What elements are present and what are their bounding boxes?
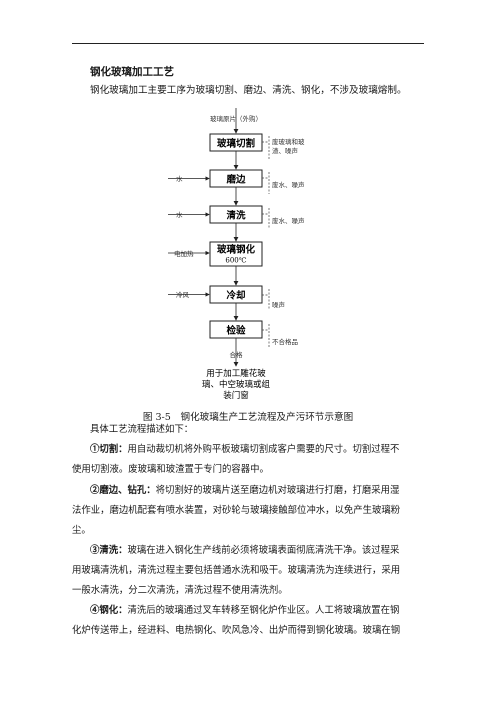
step-description-cutting: ①切割：用自动裁切机将外购平板玻璃切割成客户需要的尺寸。切割过程不 使用切割液。…: [72, 440, 424, 480]
step-label: 磨边: [225, 174, 246, 186]
output-line: 废玻璃和玻: [272, 137, 305, 146]
item-line: 用玻璃清洗机，清洗过程主要包括普通水洗和吸干。玻璃清洗为连续进行，采用: [72, 565, 401, 576]
step-description-cleaning: ③清洗：玻璃在进入钢化生产线前必须将玻璃表面彻底清洗干净。该过程采 用玻璃清洗机…: [72, 541, 424, 601]
step-inspection: 检验: [209, 320, 263, 339]
item-title: ④钢化：: [90, 605, 128, 616]
output-line: 废水、噪声: [272, 216, 305, 225]
output-cooling: 噪声: [262, 289, 286, 310]
item-line: 清洗后的玻璃通过叉车转移至钢化炉作业区。人工将玻璃放置在钢: [127, 605, 400, 616]
item-line: 玻璃在进入钢化生产线前必须将玻璃表面彻底清洗干净。该过程采: [127, 545, 400, 556]
header-rule: [72, 43, 424, 44]
step-edging: 磨边: [209, 169, 263, 188]
output-line: 不合格品: [272, 337, 298, 346]
item-line: 一般水清洗，分二次清洗，清洗过程不使用清洗剂。: [72, 585, 288, 596]
item-line: 化炉传送带上，经进料、电热钢化、吹风急冷、出炉而得到钢化玻璃。玻璃在钢: [72, 625, 401, 636]
section-heading: 钢化玻璃加工工艺: [90, 66, 174, 78]
step-cleaning: 清洗: [209, 205, 263, 224]
item-title: ①切割：: [90, 444, 128, 455]
item-line: 用自动裁切机将外购平板玻璃切割成客户需要的尺寸。切割过程不: [127, 444, 400, 455]
step-label: 清洗: [226, 210, 246, 222]
output-line: 噪声: [272, 300, 286, 309]
output-line: 渣、噪声: [272, 146, 299, 155]
output-cutting: 废玻璃和玻 渣、噪声: [262, 136, 305, 160]
step-sublabel: 600℃: [225, 257, 246, 265]
item-title: ③清洗：: [90, 545, 128, 556]
figure-caption: 图 3-5 钢化玻璃生产工艺流程及产污环节示意图: [142, 412, 354, 423]
step-label: 玻璃切割: [217, 138, 255, 150]
pass-label: 合格: [230, 350, 244, 359]
final-line: 璃、中空玻璃或组: [202, 379, 271, 390]
item-line: 法作业，磨边机配套有喷水装置，对砂轮与玻璃接触部位冲水，以免产生玻璃粉: [72, 505, 401, 516]
final-line: 用于加工雕花玻: [206, 368, 266, 379]
step-label: 检验: [226, 325, 246, 337]
item-title: ②磨边、钻孔：: [90, 485, 156, 496]
step-description-edging: ②磨边、钻孔：将切割好的玻璃片送至磨边机对玻璃进行打磨，打磨采用湿 法作业，磨边…: [72, 481, 424, 541]
step-tempering: 玻璃钢化 600℃: [209, 241, 263, 267]
output-line: 废水、噪声: [272, 180, 305, 189]
item-line: 尘。: [72, 525, 91, 536]
step-label: 玻璃钢化: [217, 244, 256, 256]
final-product: 用于加工雕花玻 璃、中空玻璃或组 装门窗: [202, 368, 271, 400]
input-electric-heating: 电加热: [174, 249, 194, 258]
section-intro: 钢化玻璃加工主要工序为玻璃切割、磨边、清洗、钢化，不涉及玻璃熔制。: [90, 85, 407, 96]
item-line: 使用切割液。废玻璃和玻渣置于专门的容器中。: [72, 464, 269, 475]
process-flowchart: 玻璃原片（外购） 玻璃切割 磨边 清洗 玻璃钢化 600℃ 冷却 检验 水 水 …: [168, 108, 305, 400]
step-label: 冷却: [226, 290, 245, 302]
final-line: 装门窗: [223, 390, 249, 400]
output-inspection: 不合格品: [262, 324, 298, 348]
step-cooling: 冷却: [209, 285, 263, 304]
lead-paragraph: 具体工艺流程描述如下：: [90, 424, 194, 435]
step-cutting: 玻璃切割: [209, 133, 263, 152]
output-edging: 废水、噪声: [262, 172, 305, 194]
item-line: 将切割好的玻璃片送至磨边机对玻璃进行打磨，打磨采用湿: [155, 485, 400, 496]
step-description-tempering: ④钢化：清洗后的玻璃通过叉车转移至钢化炉作业区。人工将玻璃放置在钢 化炉传送带上…: [72, 601, 424, 641]
output-cleaning: 废水、噪声: [262, 208, 305, 228]
